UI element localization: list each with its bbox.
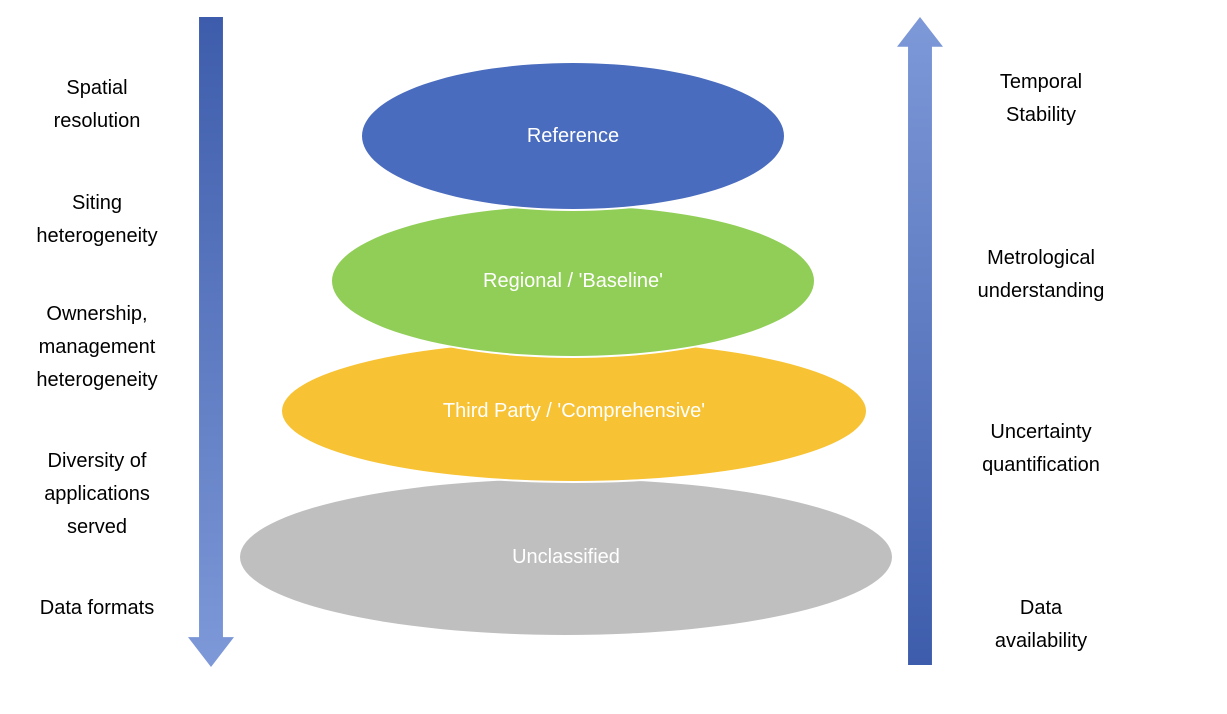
label-metrological-understanding: Metrological understanding [977, 247, 1105, 302]
label-diversity-of-applications-served: Diversity of applications served [44, 450, 150, 538]
tier-unclassified: Unclassified [238, 477, 894, 637]
label-data-availability: Data availability [994, 597, 1088, 652]
tier-regional-baseline: Regional / 'Baseline' [330, 204, 816, 358]
label-uncertainty-quantification: Uncertainty quantification [982, 421, 1100, 476]
tier-unclassified-label: Unclassified [512, 545, 620, 568]
tier-third-party-comprehensive-label: Third Party / 'Comprehensive' [442, 399, 706, 422]
up-arrow-icon [897, 17, 943, 665]
label-ownership-management-heterogeneity: Ownership, management heterogeneity [36, 303, 158, 391]
label-spatial-resolution: Spatial resolution [53, 77, 141, 132]
label-siting-heterogeneity: Siting heterogeneity [36, 192, 158, 247]
tier-reference: Reference [360, 61, 786, 211]
label-data-formats: Data formats [39, 597, 155, 619]
tier-third-party-comprehensive: Third Party / 'Comprehensive' [280, 339, 868, 483]
tier-regional-baseline-label: Regional / 'Baseline' [483, 269, 663, 292]
label-temporal-stability: Temporal Stability [999, 71, 1083, 126]
tier-reference-label: Reference [526, 124, 620, 147]
